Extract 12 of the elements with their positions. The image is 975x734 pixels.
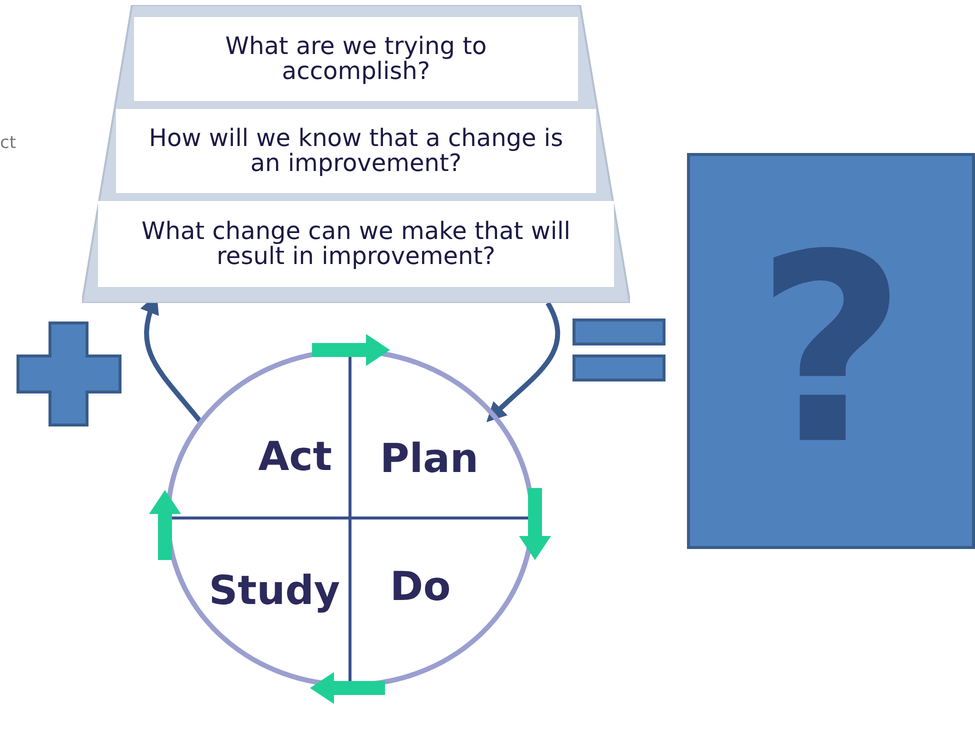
arrow (486, 302, 560, 422)
quadrant-label: Do (350, 518, 535, 688)
question-panel: What change can we make that will result in improvement? (98, 201, 614, 287)
question-mark: ? (756, 221, 906, 481)
quadrant-label: Study (165, 518, 350, 688)
question-panel: How will we know that a change is an improvement? (116, 109, 596, 193)
question-panel: What are we trying to accomplish? (134, 17, 578, 101)
quadrant-label: Act (165, 348, 350, 518)
cut-off-text: ct (0, 133, 16, 153)
trapezoid-frame (82, 5, 630, 303)
quadrant-label: Plan (350, 348, 535, 518)
question-mark-box (687, 153, 975, 549)
